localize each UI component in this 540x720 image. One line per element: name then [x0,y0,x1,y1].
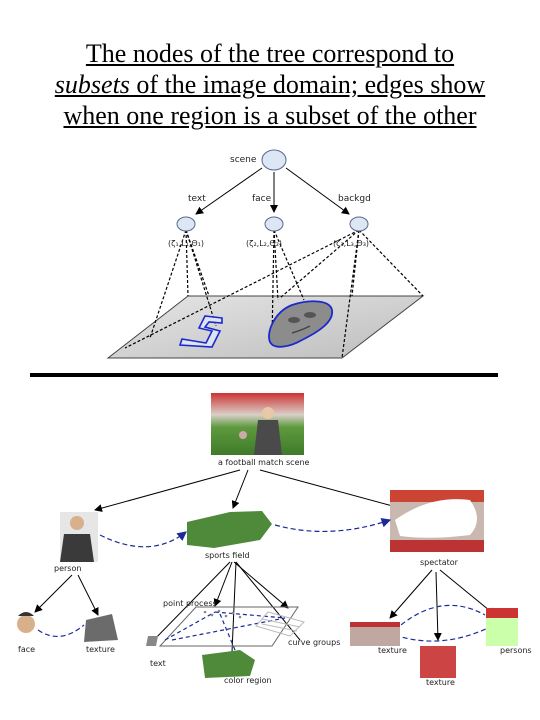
slide-title: The nodes of the tree correspond to subs… [20,38,520,131]
label-texture-right-1: texture [378,646,407,655]
edge-root-person [94,469,241,512]
label-spectator: spectator [420,558,459,567]
node-face [264,216,284,232]
label-sports-field: sports field [205,551,250,560]
relation-field-spectator [274,518,392,533]
face-region [268,300,333,348]
edge-field-curve-groups [233,561,289,609]
node-text [176,216,196,232]
params-text: (ζ₁,L₁,Θ₁) [168,239,204,248]
title-emphasis: subsets [54,70,130,99]
edge-person-face [34,574,73,613]
label-text: text [188,194,206,204]
label-persons: persons [500,646,532,655]
texture-thumb-left [84,614,118,642]
face-eye-left [288,317,300,323]
label-root-scene: a football match scene [218,458,310,467]
edge-spectator-persons [439,569,496,616]
title-line-1: The nodes of the tree correspond to [85,39,455,68]
node-backgd [349,216,369,232]
params-backgd: (ζ₃,L₃,Θ₃) [333,239,369,248]
label-backgd: backgd [338,194,371,204]
person-image [60,512,98,562]
label-face-leaf: face [18,645,35,654]
relation-face-texture [37,624,85,637]
bottom-parse-tree: a football match scene person sports fie… [17,393,532,687]
edge-person-texture [77,574,99,616]
label-curve-groups: curve groups [288,638,340,647]
image-plane [106,295,425,359]
field-relations [164,611,286,651]
edge-scene-backgd [285,167,350,215]
face-thumb [17,612,35,633]
text-region [178,315,223,348]
curve-groups-thumb [255,611,305,637]
projection-lines [124,229,424,359]
top-parse-tree: scene text face backgd (ζ₁,L₁,Θ₁) (ζ₂,L₂… [106,149,425,359]
label-face: face [252,194,272,204]
title-line-2-rest: of the image domain; edges show [129,70,486,99]
label-color-region: color region [224,676,272,685]
edge-root-field [231,469,249,509]
node-scene [261,149,287,171]
divider [30,373,498,377]
edge-field-plane-right [235,561,301,641]
edge-field-text [149,561,231,645]
face-mouth [291,325,311,334]
color-region-thumb [202,650,255,678]
edge-spectator-texture-2 [433,571,442,641]
sports-field-image [187,511,272,548]
scene-image [211,393,304,455]
edge-scene-text [195,167,263,215]
texture-thumb-right-2 [420,646,456,678]
label-texture-leaf-left: texture [86,645,115,654]
label-texture-right-2: texture [426,678,455,687]
edge-spectator-texture-1 [389,569,433,619]
relation-person-field [99,531,187,548]
spectator-relations [394,604,489,642]
title-line-3: when one region is a subset of the other [63,101,477,130]
title-line-2: subsets of the image domain; edges show [20,69,520,100]
field-plane [158,606,299,647]
text-thumb [146,636,158,646]
face-eye-right [304,312,316,318]
label-person: person [54,564,81,573]
point-process-thumb [203,609,242,619]
edge-field-point-process [213,561,233,607]
edge-root-spectator [259,469,401,511]
params-face: (ζ₂,L₂,Θ₂) [246,239,282,248]
label-scene: scene [230,155,257,165]
spectator-image [390,490,484,552]
label-point-process: point process [163,599,217,608]
label-text-leaf: text [150,659,166,668]
